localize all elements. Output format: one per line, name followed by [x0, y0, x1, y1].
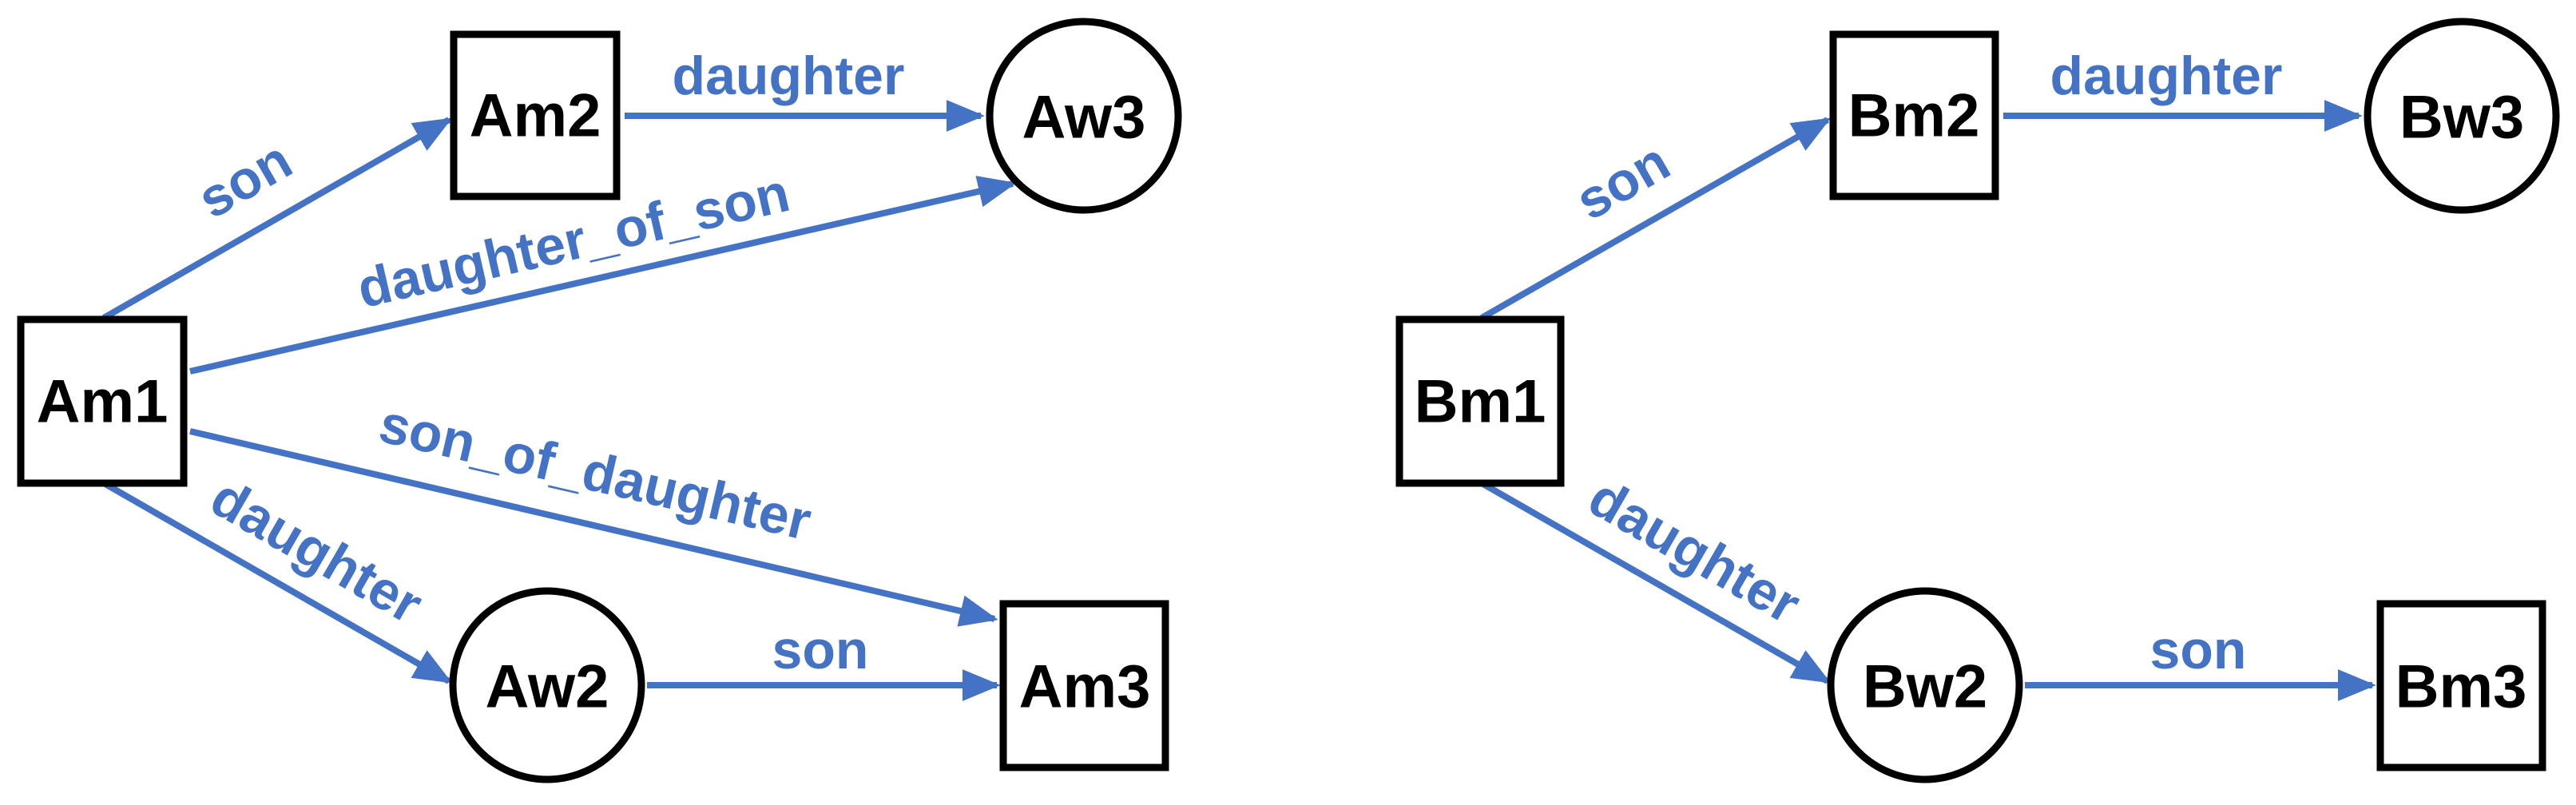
node-label-bw2: Bw2 — [1863, 653, 1987, 721]
node-aw2: Aw2 — [449, 587, 645, 783]
edge-aw2-am3: son — [647, 620, 1001, 701]
node-am1: Am1 — [17, 315, 188, 487]
node-label-am2: Am2 — [470, 82, 601, 150]
edge-label-am1-aw2: daughter — [201, 466, 433, 635]
edge-label-bw2-bm3: son — [2150, 620, 2247, 680]
edge-bw2-bm3: son — [2025, 620, 2376, 701]
edge-bm1-bm2: son — [1480, 117, 1832, 321]
edge-label-bm2-bw3: daughter — [2050, 46, 2283, 106]
node-bw2: Bw2 — [1827, 587, 2023, 783]
edge-am1-aw2: daughter — [102, 466, 453, 684]
node-bm2: Bm2 — [1829, 30, 1999, 200]
edge-label-am2-aw3: daughter — [673, 46, 905, 106]
edge-am1-am3: son_of_daughter — [189, 393, 998, 627]
node-bw3: Bw3 — [2364, 18, 2560, 214]
graph-a: son daughter daughter_of_son son_of_daug… — [17, 18, 1182, 783]
edge-label-bm1-bw2: daughter — [1579, 466, 1811, 635]
node-am2: Am2 — [450, 30, 621, 200]
edge-bm2-bw3: daughter — [2003, 46, 2363, 132]
node-bm3: Bm3 — [2376, 600, 2546, 771]
node-label-am3: Am3 — [1019, 653, 1151, 721]
edge-label-aw2-am3: son — [772, 620, 869, 680]
node-label-bw3: Bw3 — [2399, 84, 2524, 152]
node-label-bm3: Bm3 — [2395, 653, 2527, 721]
node-label-am1: Am1 — [37, 368, 169, 436]
edge-bm1-bw2: daughter — [1480, 466, 1832, 684]
graph-b: son daughter daughter son Bm1 Bm2 Bw3 — [1395, 18, 2560, 783]
node-aw3: Aw3 — [986, 18, 1182, 214]
node-label-bm2: Bm2 — [1848, 82, 1980, 150]
node-am3: Am3 — [999, 600, 1169, 771]
node-label-bm1: Bm1 — [1415, 368, 1546, 436]
edge-am2-aw3: daughter — [625, 46, 985, 132]
node-bm1: Bm1 — [1395, 315, 1565, 487]
node-label-aw2: Aw2 — [486, 653, 609, 721]
node-label-aw3: Aw3 — [1022, 84, 1146, 152]
